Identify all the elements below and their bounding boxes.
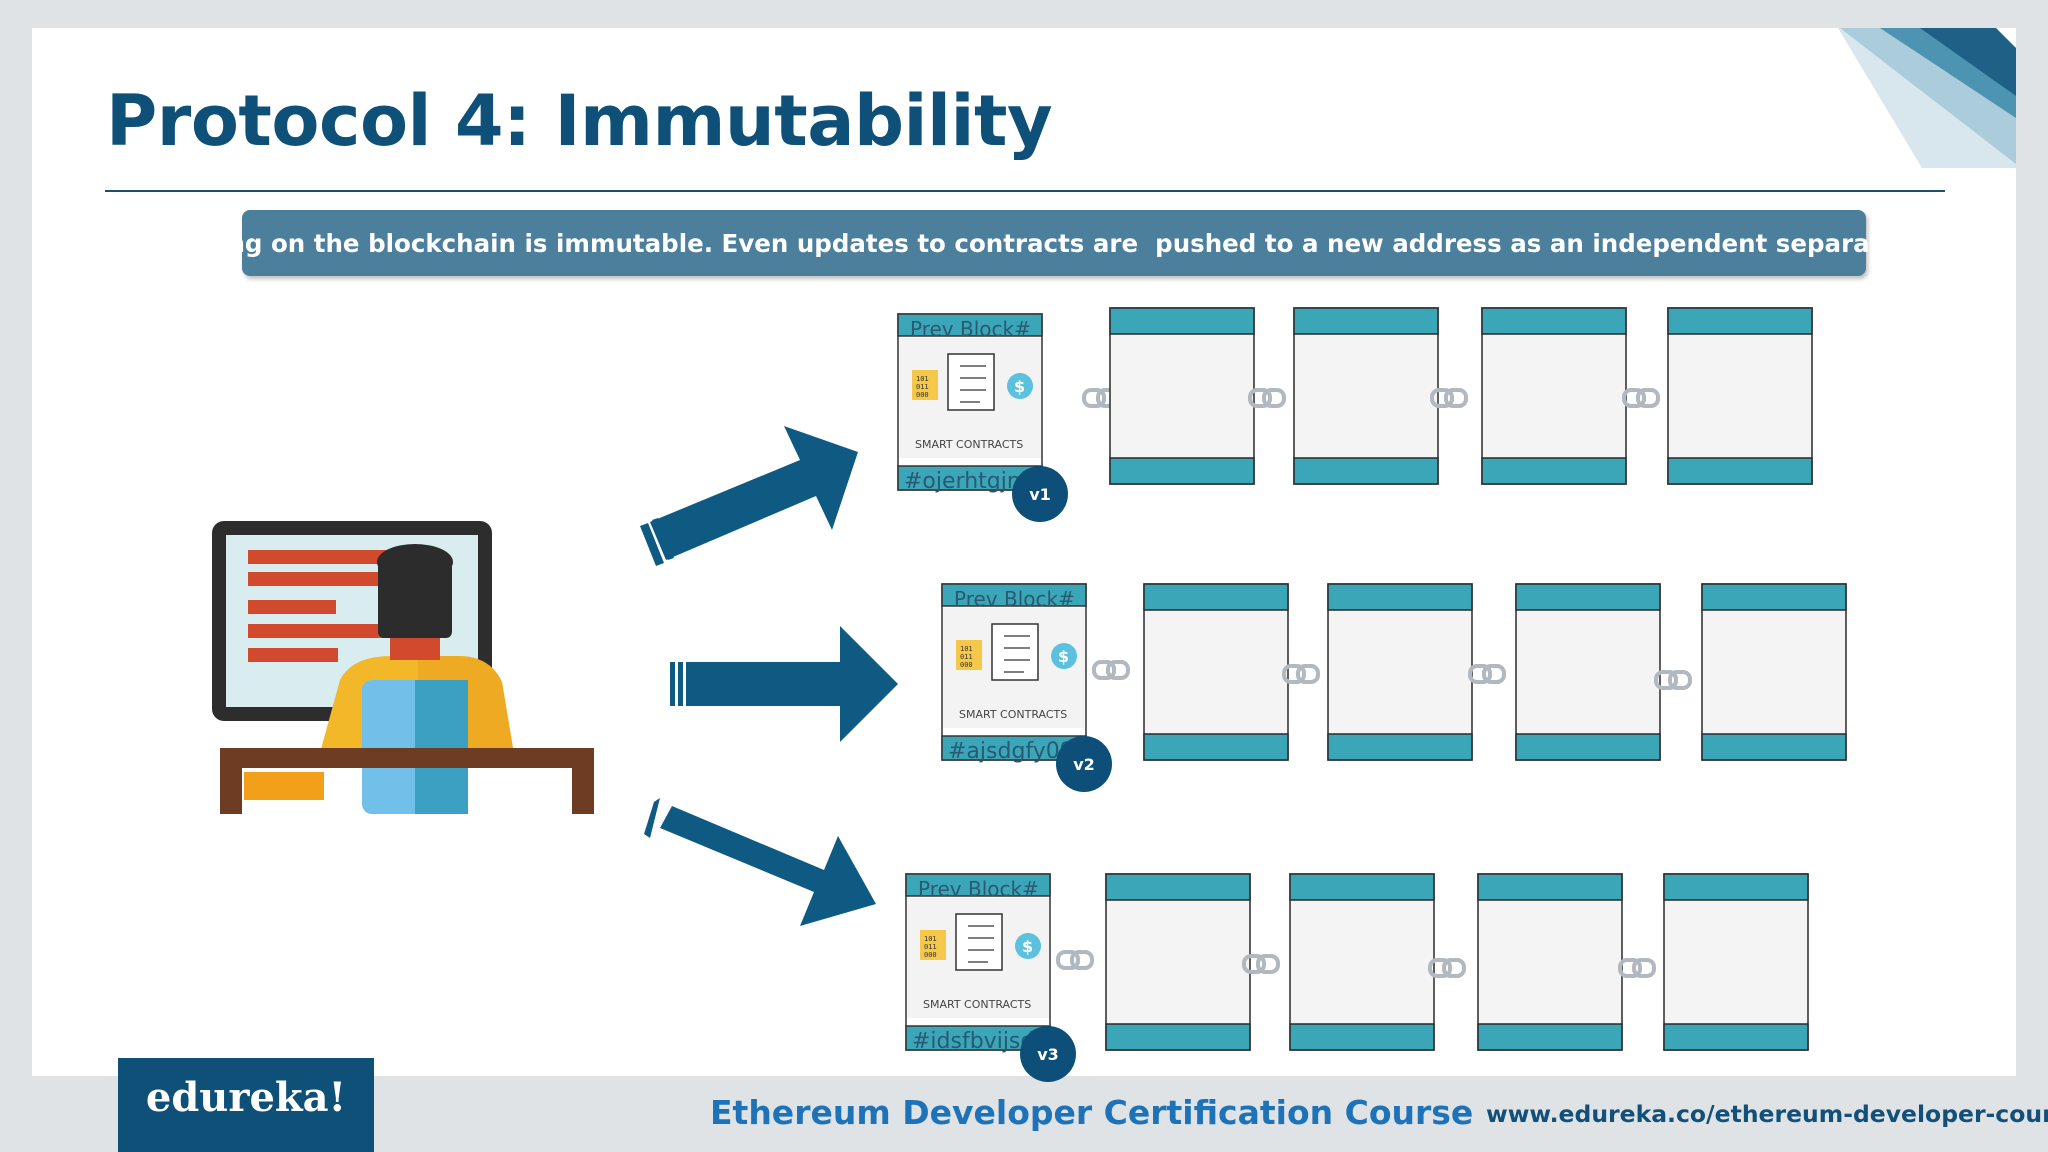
svg-text:011: 011 xyxy=(960,653,973,661)
smart-contracts-label: SMART CONTRACTS xyxy=(923,998,1031,1011)
empty-block xyxy=(1481,307,1627,485)
empty-block xyxy=(1105,873,1251,1051)
arrow-right xyxy=(670,626,898,742)
version-label: v2 xyxy=(1073,755,1095,774)
chain-row-v3: Prev Block# 101 011 000 $ SMART CONTRACT… xyxy=(905,873,1809,1082)
course-url-link[interactable]: www.edureka.co/ethereum-developer-course xyxy=(1486,1100,2048,1128)
prev-block-label: Prev Block# xyxy=(954,587,1075,611)
empty-block xyxy=(1143,583,1289,761)
svg-text:$: $ xyxy=(1022,937,1033,956)
chain-row-v1: Prev Block# 101 011 000 $ SMART CONTRACT… xyxy=(897,307,1813,522)
chain-link-icon xyxy=(1618,958,1656,978)
empty-block xyxy=(1477,873,1623,1051)
version-label: v3 xyxy=(1037,1045,1059,1064)
svg-text:000: 000 xyxy=(916,391,929,399)
version-badge: v2 xyxy=(1056,736,1112,792)
version-badge: v3 xyxy=(1020,1026,1076,1082)
block-hash: #ajsdgfy09 xyxy=(948,739,1074,764)
developer-illustration xyxy=(212,521,594,814)
svg-text:011: 011 xyxy=(916,383,929,391)
svg-text:$: $ xyxy=(1058,647,1069,666)
smart-contract-icon: 101 011 000 $ xyxy=(920,913,1041,971)
chain-row-v2: Prev Block# 101 011 000 $ SMART CONTRACT… xyxy=(941,583,1847,792)
chain-link-icon xyxy=(1468,664,1506,684)
smart-contract-icon: 101 011 000 $ xyxy=(912,353,1033,411)
svg-text:101: 101 xyxy=(916,375,929,383)
banner-text: Everything on the blockchain is immutabl… xyxy=(112,228,1996,258)
empty-block xyxy=(1109,307,1255,485)
svg-text:000: 000 xyxy=(924,951,937,959)
chain-link-icon xyxy=(1248,388,1286,408)
title-divider xyxy=(105,190,1945,192)
block-hash: #idsfbvijsd xyxy=(912,1029,1034,1054)
corner-decoration xyxy=(1838,28,2016,168)
svg-text:000: 000 xyxy=(960,661,973,669)
page-title: Protocol 4: Immutability xyxy=(106,80,1053,162)
chain-link-icon xyxy=(1622,388,1660,408)
smart-contracts-label: SMART CONTRACTS xyxy=(915,438,1023,451)
chain-link-icon xyxy=(1282,664,1320,684)
empty-block xyxy=(1327,583,1473,761)
chain-link-icon xyxy=(1056,950,1094,970)
smart-contracts-label: SMART CONTRACTS xyxy=(959,708,1067,721)
empty-block xyxy=(1701,583,1847,761)
svg-text:101: 101 xyxy=(924,935,937,943)
svg-text:$: $ xyxy=(1014,377,1025,396)
empty-block xyxy=(1515,583,1661,761)
version-label: v1 xyxy=(1029,485,1051,504)
smart-contract-icon: 101 011 000 $ xyxy=(956,623,1077,681)
prev-block-label: Prev Block# xyxy=(918,877,1039,901)
logo-text: edureka! xyxy=(145,1073,347,1121)
contract-block: Prev Block# 101 011 000 $ SMART CONTRACT… xyxy=(897,313,1043,494)
version-badge: v1 xyxy=(1012,466,1068,522)
course-title: Ethereum Developer Certification Course xyxy=(710,1093,1474,1132)
contract-block: Prev Block# 101 011 000 $ SMART CONTRACT… xyxy=(941,583,1087,764)
chain-link-icon xyxy=(1242,954,1280,974)
empty-block xyxy=(1663,873,1809,1051)
logo: edureka! xyxy=(118,1058,374,1152)
info-banner: Everything on the blockchain is immutabl… xyxy=(113,210,1995,276)
chain-link-icon xyxy=(1430,388,1468,408)
chain-link-icon xyxy=(1654,670,1692,690)
arrow-down xyxy=(644,798,876,926)
empty-block xyxy=(1293,307,1439,485)
chain-link-icon xyxy=(1428,958,1466,978)
chain-link-icon xyxy=(1092,660,1130,680)
contract-block: Prev Block# 101 011 000 $ SMART CONTRACT… xyxy=(905,873,1051,1054)
arrow-up xyxy=(640,426,858,566)
empty-block xyxy=(1289,873,1435,1051)
prev-block-label: Prev Block# xyxy=(910,317,1031,341)
block-hash: #ojerhtgjnj xyxy=(904,469,1027,494)
svg-text:011: 011 xyxy=(924,943,937,951)
svg-text:101: 101 xyxy=(960,645,973,653)
empty-block xyxy=(1667,307,1813,485)
